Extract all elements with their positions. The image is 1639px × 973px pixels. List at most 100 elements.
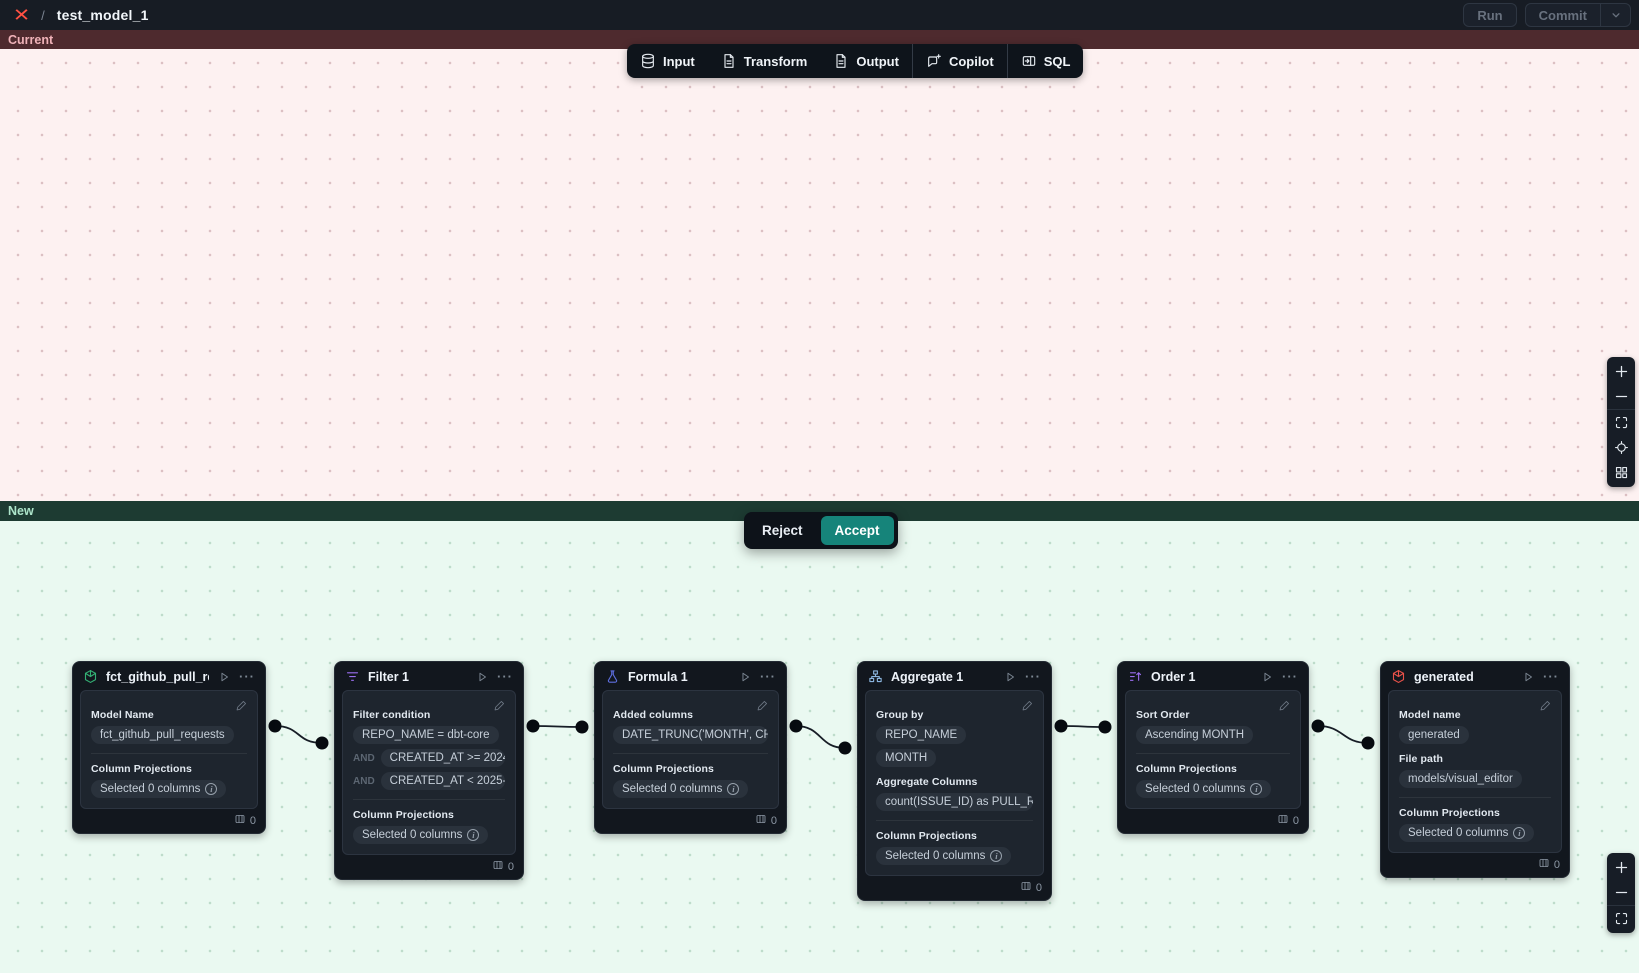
value-pill[interactable]: fct_github_pull_requests bbox=[91, 726, 234, 744]
run-button[interactable]: Run bbox=[1463, 3, 1516, 27]
edge[interactable] bbox=[533, 726, 582, 727]
value-pill[interactable]: REPO_NAME bbox=[876, 726, 966, 744]
commit-button[interactable]: Commit bbox=[1526, 4, 1600, 26]
info-icon[interactable]: i bbox=[467, 829, 479, 841]
play-icon[interactable] bbox=[1260, 670, 1274, 684]
value-pill[interactable]: Selected 0 columnsi bbox=[613, 780, 748, 798]
node-aggregate-1[interactable]: Aggregate 1···Group byREPO_NAMEMONTHAggr… bbox=[857, 661, 1052, 901]
zoom-out-button[interactable] bbox=[1607, 384, 1635, 409]
play-icon[interactable] bbox=[1521, 670, 1535, 684]
node-section: Sort OrderAscending MONTH bbox=[1136, 709, 1290, 744]
accept-button[interactable]: Accept bbox=[821, 516, 894, 545]
play-icon[interactable] bbox=[1003, 670, 1017, 684]
new-canvas[interactable]: Reject Accept fct_github_pull_requests··… bbox=[0, 521, 1639, 973]
ellipsis-menu-icon[interactable]: ··· bbox=[1025, 669, 1041, 684]
node-order-1[interactable]: Order 1···Sort OrderAscending MONTHColum… bbox=[1117, 661, 1309, 834]
ellipsis-menu-icon[interactable]: ··· bbox=[760, 669, 776, 684]
value-pill[interactable]: Selected 0 columnsi bbox=[1399, 824, 1534, 842]
input-handle[interactable] bbox=[839, 742, 852, 755]
section-label: Filter condition bbox=[353, 709, 505, 721]
edge[interactable] bbox=[1318, 726, 1368, 743]
output-handle[interactable] bbox=[1055, 720, 1068, 733]
output-handle[interactable] bbox=[1312, 720, 1325, 733]
toolbar-input-button[interactable]: Input bbox=[627, 44, 708, 78]
input-handle[interactable] bbox=[576, 721, 589, 734]
input-handle[interactable] bbox=[1099, 721, 1112, 734]
play-icon[interactable] bbox=[217, 670, 231, 684]
columns-count-icon bbox=[1020, 880, 1032, 895]
input-handle[interactable] bbox=[1362, 737, 1375, 750]
edge[interactable] bbox=[1061, 726, 1105, 727]
edge[interactable] bbox=[796, 726, 845, 748]
info-icon[interactable]: i bbox=[205, 783, 217, 795]
toolbar-transform-button[interactable]: Transform bbox=[708, 44, 821, 78]
node-body: Sort OrderAscending MONTHColumn Projecti… bbox=[1125, 690, 1301, 809]
value-pill[interactable]: models/visual_editor bbox=[1399, 770, 1522, 788]
zoom-out-button[interactable] bbox=[1607, 880, 1635, 905]
cube-icon bbox=[1391, 669, 1406, 684]
document-icon bbox=[833, 53, 849, 69]
ellipsis-menu-icon[interactable]: ··· bbox=[239, 669, 255, 684]
current-canvas[interactable]: Input Transform Output Copilot bbox=[0, 49, 1639, 501]
toolbar-sql-button[interactable]: SQL bbox=[1008, 44, 1084, 78]
info-icon[interactable]: i bbox=[1513, 827, 1525, 839]
minimap-button[interactable] bbox=[1607, 460, 1635, 485]
section-label: Column Projections bbox=[613, 763, 768, 775]
value-pill[interactable]: generated bbox=[1399, 726, 1469, 744]
value-pill[interactable]: DATE_TRUNC('MONTH', CREATED_AT... bbox=[613, 726, 768, 744]
edit-pencil-icon[interactable] bbox=[493, 699, 506, 717]
value-pill[interactable]: Ascending MONTH bbox=[1136, 726, 1253, 744]
node-formula-1[interactable]: Formula 1···Added columnsDATE_TRUNC('MON… bbox=[594, 661, 787, 834]
row-count: 0 bbox=[1293, 815, 1299, 827]
ellipsis-menu-icon[interactable]: ··· bbox=[497, 669, 513, 684]
info-icon[interactable]: i bbox=[1250, 783, 1262, 795]
review-actions: Reject Accept bbox=[744, 512, 898, 549]
info-icon[interactable]: i bbox=[990, 850, 1002, 862]
reject-button[interactable]: Reject bbox=[748, 516, 817, 545]
toolbar-copilot-button[interactable]: Copilot bbox=[913, 44, 1007, 78]
node-filter-1[interactable]: Filter 1···Filter conditionREPO_NAME = d… bbox=[334, 661, 524, 880]
info-icon[interactable]: i bbox=[727, 783, 739, 795]
crosshair-icon bbox=[1614, 440, 1629, 455]
play-icon[interactable] bbox=[475, 670, 489, 684]
value-pill[interactable]: Selected 0 columnsi bbox=[353, 826, 488, 844]
chevron-down-icon[interactable] bbox=[1600, 4, 1630, 26]
output-handle[interactable] bbox=[790, 720, 803, 733]
toolbar-output-button[interactable]: Output bbox=[820, 44, 912, 78]
value-pill[interactable]: Selected 0 columnsi bbox=[876, 847, 1011, 865]
value-pill[interactable]: REPO_NAME = dbt-core bbox=[353, 726, 499, 744]
edit-pencil-icon[interactable] bbox=[1539, 699, 1552, 717]
play-icon[interactable] bbox=[738, 670, 752, 684]
value-pill[interactable]: Selected 0 columnsi bbox=[91, 780, 226, 798]
zoom-in-button[interactable] bbox=[1607, 855, 1635, 880]
fit-view-button[interactable] bbox=[1607, 906, 1635, 931]
ellipsis-menu-icon[interactable]: ··· bbox=[1543, 669, 1559, 684]
input-handle[interactable] bbox=[316, 737, 329, 750]
section-row: ANDCREATED_AT >= 2024-12-01 bbox=[353, 749, 505, 767]
dbt-logo-icon[interactable]: ✕ bbox=[13, 6, 30, 24]
minus-icon bbox=[1614, 885, 1629, 900]
node-header: Order 1··· bbox=[1118, 662, 1308, 690]
value-pill[interactable]: CREATED_AT >= 2024-12-01 bbox=[381, 749, 505, 767]
value-pill[interactable]: count(ISSUE_ID) as PULL_REQUEST_... bbox=[876, 793, 1033, 811]
edit-pencil-icon[interactable] bbox=[235, 699, 248, 717]
output-handle[interactable] bbox=[527, 720, 540, 733]
node-fct_github_pull_requests[interactable]: fct_github_pull_requests···Model Namefct… bbox=[72, 661, 266, 834]
edit-pencil-icon[interactable] bbox=[756, 699, 769, 717]
node-generated[interactable]: generated···Model namegeneratedFile path… bbox=[1380, 661, 1570, 878]
fit-view-button[interactable] bbox=[1607, 410, 1635, 435]
value-pill[interactable]: Selected 0 columnsi bbox=[1136, 780, 1271, 798]
output-handle[interactable] bbox=[269, 720, 282, 733]
edit-pencil-icon[interactable] bbox=[1278, 699, 1291, 717]
section-row: Selected 0 columnsi bbox=[613, 780, 768, 798]
value-pill[interactable]: CREATED_AT < 2025-03-01 bbox=[381, 772, 505, 790]
locate-button[interactable] bbox=[1607, 435, 1635, 460]
edge[interactable] bbox=[275, 726, 322, 743]
ellipsis-menu-icon[interactable]: ··· bbox=[1282, 669, 1298, 684]
sitemap-icon bbox=[868, 669, 883, 684]
value-pill[interactable]: MONTH bbox=[876, 749, 936, 767]
zoom-in-button[interactable] bbox=[1607, 359, 1635, 384]
section-row: REPO_NAME = dbt-core bbox=[353, 726, 505, 744]
edit-pencil-icon[interactable] bbox=[1021, 699, 1034, 717]
commit-split-button[interactable]: Commit bbox=[1525, 3, 1631, 27]
